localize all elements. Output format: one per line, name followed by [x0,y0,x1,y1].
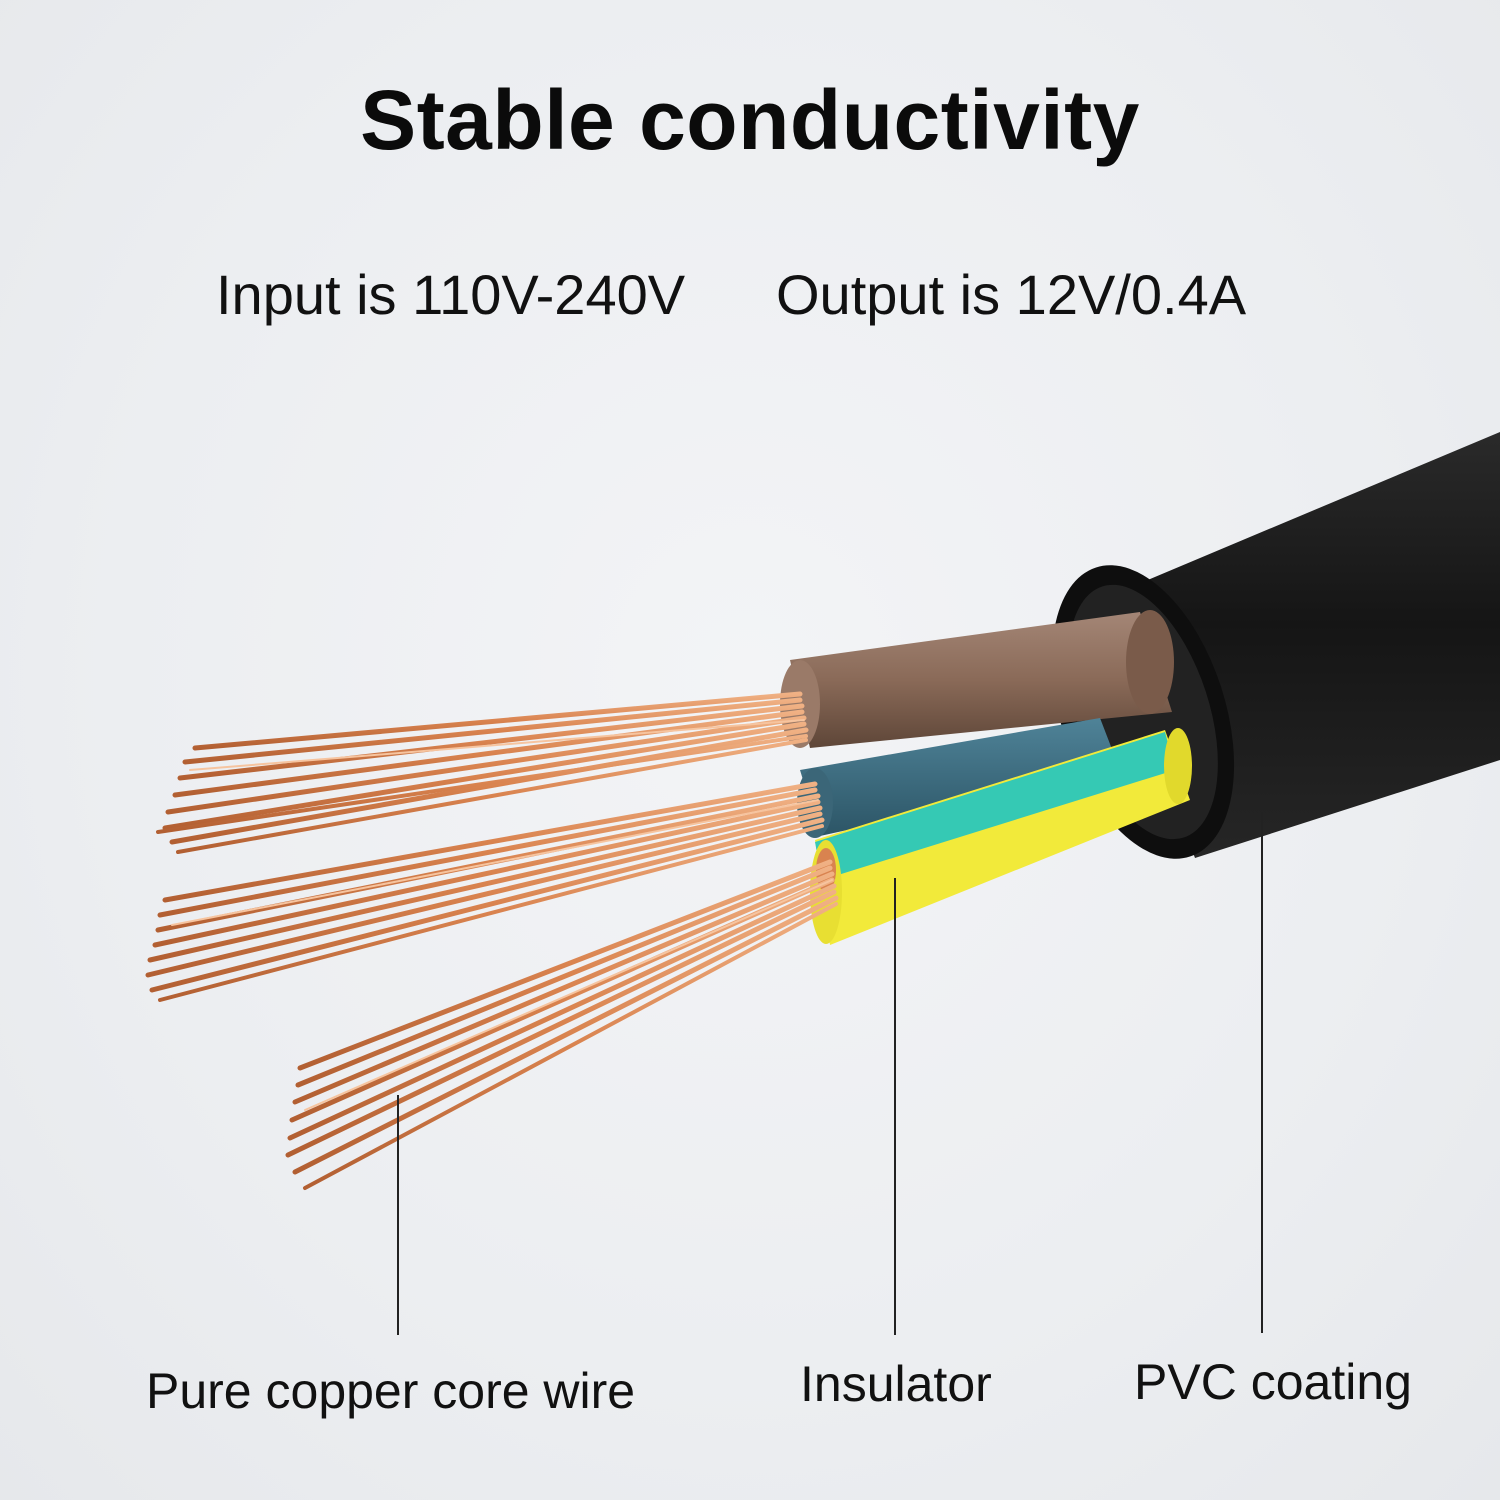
page-title: Stable conductivity [360,73,1140,167]
input-spec: Input is 110V-240V [216,263,686,326]
label-copper-core: Pure copper core wire [146,1363,636,1419]
copper-strands-bottom [285,859,839,1190]
output-spec: Output is 12V/0.4A [776,263,1247,326]
copper-strands-middle [145,781,825,1002]
copper-strands-top [156,691,809,854]
label-pvc-coating: PVC coating [1134,1354,1412,1410]
label-insulator: Insulator [800,1356,992,1412]
brown-insulation [780,610,1174,748]
